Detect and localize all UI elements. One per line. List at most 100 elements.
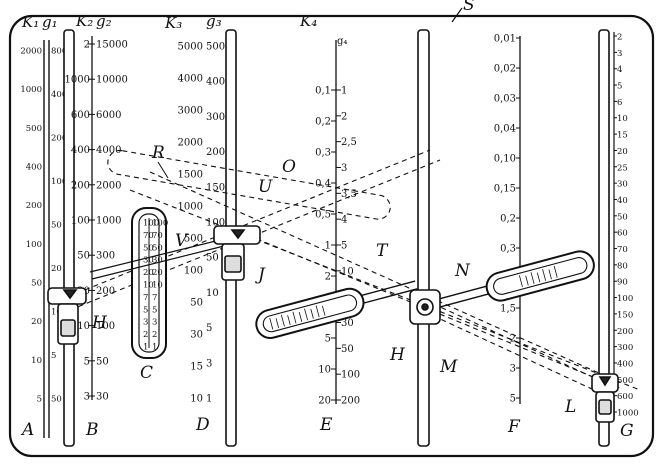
capsule-c-right-label: 10 <box>152 281 163 291</box>
scale-g-label: 70 <box>617 245 628 255</box>
scale-b-k-label: 3 <box>84 392 90 403</box>
scale-d-g-label: 5 <box>206 323 212 334</box>
scale-d-g-label: 300 <box>206 112 225 123</box>
scale-b-g-label: 30 <box>96 392 109 403</box>
capsule-c-right-label: 5 <box>152 305 157 315</box>
capsule-c-right-label: 50 <box>152 243 163 253</box>
label-h-center: H <box>389 345 406 365</box>
scale-e-g-label: 3,5 <box>341 189 357 200</box>
scale-d-k-label: 4000 <box>178 74 203 85</box>
scale-a-left-label: 500 <box>26 124 42 134</box>
scale-a-left-label: 2000 <box>20 47 42 57</box>
label-n: N <box>454 261 471 281</box>
scale-f-label: 0,2 <box>500 214 516 225</box>
scale-a-top-g: g₁ <box>42 13 58 31</box>
scale-g-label: 30 <box>617 180 628 190</box>
label-s: S <box>463 0 475 15</box>
capsule-c-left-label: 5 <box>143 305 148 315</box>
scale-a-top-k: K₁ <box>21 13 39 31</box>
scale-b-g-label: 4000 <box>96 145 121 156</box>
scale-f-label: 0,3 <box>500 244 516 255</box>
capsule-c-left-label: 7 <box>143 293 148 303</box>
scale-e-top-g: g₄ <box>337 36 347 47</box>
scale-f-label: 5 <box>510 394 516 405</box>
label-h-left: H <box>91 313 108 333</box>
scale-g-label: 15 <box>617 131 628 141</box>
scale-e-g-label: 50 <box>341 344 354 355</box>
scale-e-k-label: 0,5 <box>315 210 331 221</box>
scale-g-label: 60 <box>617 229 628 239</box>
label-r: R <box>151 143 165 163</box>
label-v: V <box>175 231 189 251</box>
scale-d-top-k: K₃ <box>164 14 182 32</box>
label-j: J <box>255 265 266 285</box>
scale-a-left-label: 200 <box>26 201 42 211</box>
scale-e-g-label: 4 <box>341 215 347 226</box>
scale-f-label: 1,5 <box>500 304 516 315</box>
scale-e-g-label: 100 <box>341 370 360 381</box>
scale-e-g-label: 3 <box>341 163 347 174</box>
capsule-c-right-label: 20 <box>152 268 163 278</box>
clamp-l <box>591 373 619 423</box>
scale-e-g-label: 2 <box>341 111 347 122</box>
scale-e-top-k: K₄ <box>299 12 317 30</box>
scale-d-k-label: 1500 <box>178 170 203 181</box>
scale-g-label: 3 <box>617 49 622 59</box>
scale-b-k-label: 2 <box>84 40 90 51</box>
scale-f-label: 0,04 <box>494 124 516 135</box>
scale-e-g-label: 10 <box>341 266 354 277</box>
dashed-slot-o <box>107 149 391 220</box>
scale-g-label: 4 <box>617 65 622 75</box>
scale-d-k-label: 50 <box>190 298 203 309</box>
scale-a-right-label: 200 <box>51 134 67 144</box>
scale-a-right-label: 10 <box>51 308 62 318</box>
scale-g-label: 50 <box>617 212 628 222</box>
scale-d-k-label: 15 <box>190 362 203 373</box>
scale-g-label: 200 <box>617 327 633 337</box>
scale-f-label: 0,15 <box>494 184 516 195</box>
scale-g-label: 80 <box>617 261 628 271</box>
cord-v <box>89 237 229 273</box>
scale-e-k-label: 0,1 <box>315 86 331 97</box>
scale-g-label: 300 <box>617 343 633 353</box>
scale-d-k-label: 2000 <box>178 138 203 149</box>
label-t: T <box>376 241 389 261</box>
scale-b-k-label: 100 <box>71 216 90 227</box>
scale-b-g-label: 15000 <box>96 40 128 51</box>
capsule-c-right-label: 100 <box>152 219 168 229</box>
capsule-c-left-label: 20 <box>143 268 154 278</box>
scale-b-g-label: 6000 <box>96 110 121 121</box>
scale-d-k-label: 3000 <box>178 106 203 117</box>
scale-a-left-label: 10 <box>31 356 42 366</box>
label-u: U <box>258 177 273 197</box>
scale-e-k-label: 10 <box>318 365 331 376</box>
scale-g-label: 100 <box>617 294 633 304</box>
label-l: L <box>564 397 576 417</box>
scale-d-g-label: 150 <box>206 182 225 193</box>
scale-a-right-label: 5 <box>51 351 56 361</box>
scale-d-g-label: 200 <box>206 147 225 158</box>
scale-b-k-label: 50 <box>77 251 90 262</box>
scale-d-k-label: 5000 <box>178 42 203 53</box>
central-rod <box>417 29 430 447</box>
scale-g-label: 500 <box>617 376 633 386</box>
scale-b-g-label: 50 <box>96 356 109 367</box>
scale-f-letter: F <box>507 417 521 437</box>
scale-b-k-label: 1000 <box>65 75 90 86</box>
scale-d-k-label: 500 <box>184 234 203 245</box>
diagonal-tube-lower <box>255 280 418 339</box>
scale-g: G 23456101520253040506070809010015020030… <box>598 29 639 447</box>
scale-a-right-label: 50 <box>51 221 62 231</box>
leader-s <box>451 7 463 23</box>
scale-a-right-label: 400 <box>51 90 67 100</box>
diagonal-tube-n <box>432 250 595 309</box>
scale-f-label: 2 <box>510 334 516 345</box>
scale-f-label: 0,02 <box>494 64 516 75</box>
capsule-c-right-label: 3 <box>152 318 157 328</box>
scale-a-right-label: 50 <box>51 395 62 405</box>
scale-g-label: 1000 <box>617 409 639 419</box>
scale-d-g-label: 3 <box>206 358 212 369</box>
